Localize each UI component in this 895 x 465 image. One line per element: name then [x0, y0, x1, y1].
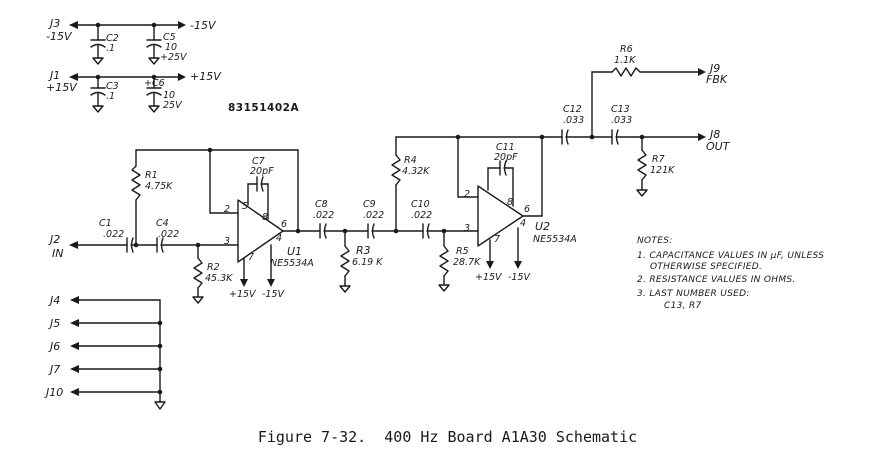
u1-pin7: 7 — [248, 252, 254, 263]
negative-supply-bypass — [69, 21, 186, 65]
r5-value: 28.7K — [453, 257, 481, 268]
c5-rating: +25V — [160, 52, 188, 63]
u1-label: U1 — [287, 245, 302, 258]
r2-value: 45.3K — [205, 273, 233, 284]
r5-label: R5 — [456, 246, 469, 257]
c8-label: C8 — [315, 199, 328, 210]
c6-value: 10 — [163, 90, 175, 101]
neg-rail-label: -15V — [190, 19, 217, 32]
note-line-4: 3. LAST NUMBER USED: — [637, 289, 750, 299]
u2-part: NE5534A — [533, 234, 577, 245]
part-number: 83151402A — [228, 102, 299, 114]
c11-label: C11 — [496, 142, 515, 153]
c6-label: +C6 — [144, 78, 165, 89]
c13-label: C13 — [611, 104, 630, 115]
c2-value: .1 — [106, 43, 115, 54]
positive-supply-bypass — [69, 73, 186, 113]
j5-label: J5 — [48, 317, 60, 330]
c3-value: .1 — [106, 91, 115, 102]
r4-value: 4.32K — [402, 166, 430, 177]
r3-value: 6.19 K — [352, 257, 383, 268]
c4-label: C4 — [156, 218, 169, 229]
output-network-wiring — [541, 67, 706, 197]
r1-value: 4.75K — [145, 181, 173, 192]
j9-label: J9 — [708, 62, 720, 75]
note-line-1: 1. CAPACITANCE VALUES IN μF, UNLESS — [637, 251, 824, 261]
c7-value: 20pF — [250, 166, 274, 177]
j8-label: J8 — [708, 128, 720, 141]
c11-value: 20pF — [494, 152, 518, 163]
j10-label: J10 — [44, 386, 63, 399]
r7-label: R7 — [652, 154, 665, 165]
c10-value: .022 — [411, 210, 432, 221]
c12-value: .033 — [563, 115, 584, 126]
c1-label: C1 — [99, 218, 112, 229]
u1-pin8: 8 — [262, 212, 268, 223]
j4-label: J4 — [48, 294, 60, 307]
r4-label: R4 — [404, 155, 417, 166]
u1-neg-supply: -15V — [262, 289, 286, 300]
j6-label: J6 — [48, 340, 60, 353]
r3-label: R3 — [356, 244, 371, 257]
c1-value: .022 — [103, 229, 124, 240]
u2-pin6: 6 — [524, 204, 530, 215]
r6-label: R6 — [620, 44, 633, 55]
u2-pin8: 8 — [507, 197, 513, 208]
u1-pin6: 6 — [281, 219, 287, 230]
c13-value: .033 — [611, 115, 632, 126]
c7-label: C7 — [252, 156, 265, 167]
j1-voltage: +15V — [46, 81, 78, 94]
u1-pin5: 5 — [242, 201, 248, 212]
u1-pos-supply: +15V — [229, 289, 257, 300]
j2-input: IN — [52, 247, 63, 260]
c3-label: C3 — [106, 81, 119, 92]
r7-value: 121K — [650, 165, 675, 176]
note-line-5: C13, R7 — [664, 301, 702, 311]
u2-pin4: 4 — [520, 218, 526, 229]
notes-title: NOTES: — [637, 236, 673, 246]
c12-label: C12 — [563, 104, 582, 115]
j2-label: J2 — [48, 233, 60, 246]
u1-pin4: 4 — [276, 233, 282, 244]
c8-value: .022 — [313, 210, 334, 221]
j3-voltage: -15V — [46, 30, 73, 43]
note-line-2: OTHERWISE SPECIFIED. — [650, 262, 762, 272]
u2-label: U2 — [535, 220, 550, 233]
stage-one-wiring — [69, 147, 311, 304]
c2-label: C2 — [106, 33, 119, 44]
c9-label: C9 — [363, 199, 376, 210]
r2-label: R2 — [207, 262, 220, 273]
c4-value: .022 — [158, 229, 179, 240]
u2-pin2: 2 — [464, 189, 470, 200]
u1-pin3: 3 — [224, 236, 230, 247]
u2-pin3: 3 — [464, 223, 470, 234]
r6-value: 1.1K — [614, 55, 636, 66]
u2-neg-supply: -15V — [508, 272, 532, 283]
notes-block: NOTES: 1. CAPACITANCE VALUES IN μF, UNLE… — [637, 236, 824, 311]
c6-rating: 25V — [163, 100, 183, 111]
interstage-wiring — [309, 134, 543, 293]
u1-part: NE5534A — [270, 258, 314, 269]
u1-pin2: 2 — [224, 204, 230, 215]
j7-label: J7 — [48, 363, 60, 376]
u2-pin7: 7 — [494, 234, 500, 245]
c9-value: .022 — [363, 210, 384, 221]
r1-label: R1 — [145, 170, 158, 181]
j9-feedback: FBK — [706, 73, 728, 86]
unused-connectors-wiring — [70, 296, 166, 410]
u2-pos-supply: +15V — [475, 272, 503, 283]
j3-label: J3 — [48, 17, 60, 30]
note-line-3: 2. RESISTANCE VALUES IN OHMS. — [637, 275, 796, 285]
c10-label: C10 — [411, 199, 430, 210]
pos-rail-label: +15V — [190, 70, 222, 83]
c5-label: C5 — [163, 32, 176, 43]
j8-output: OUT — [706, 140, 731, 153]
j1-label: J1 — [48, 69, 60, 82]
stage-two-wiring — [457, 134, 545, 269]
c5-value: 10 — [165, 42, 177, 53]
figure-caption: Figure 7-32. 400 Hz Board A1A30 Schemati… — [257, 428, 638, 446]
